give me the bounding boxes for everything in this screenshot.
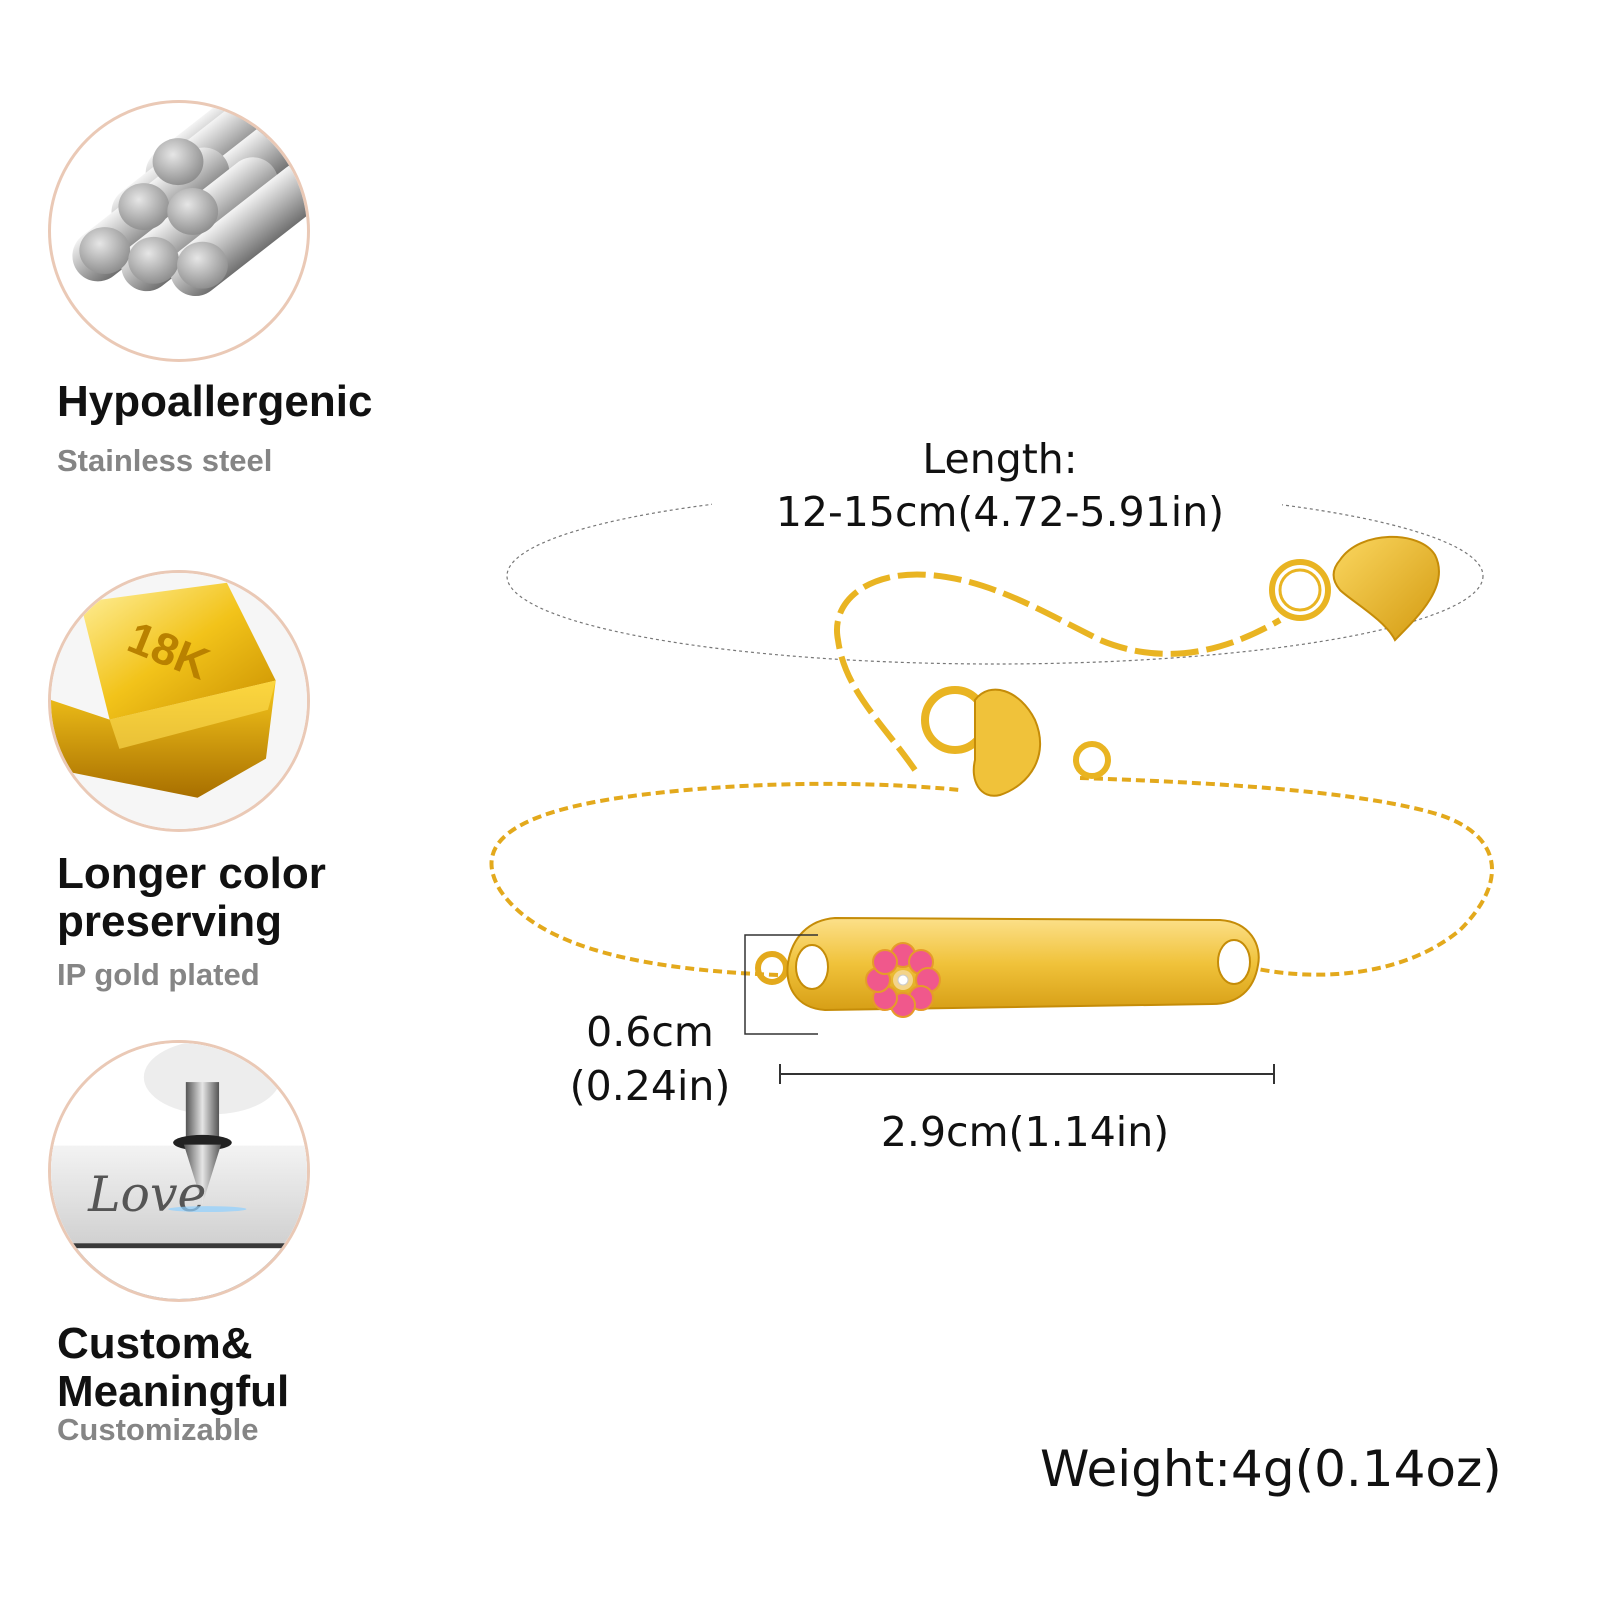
plate-width-value: 0.6cm — [586, 1008, 714, 1056]
width-bracket — [744, 934, 818, 1035]
extender-chain — [834, 559, 1331, 772]
plate-length-line — [779, 1064, 1275, 1084]
gold-bar-icon: 18K — [51, 573, 307, 829]
feature-image-gold: 18K — [48, 570, 310, 832]
feature-title-hypoallergenic: Hypoallergenic — [57, 377, 373, 426]
bracelet-chain — [489, 776, 1495, 977]
feature-title-custom: Custom& Meaningful — [57, 1320, 289, 1416]
feature-subtitle-gold: IP gold plated — [57, 957, 260, 992]
pink-flower-icon — [865, 942, 941, 1018]
steel-rods-icon — [72, 103, 307, 297]
feature-title-custom-line1: Custom& — [57, 1319, 253, 1368]
length-value: 12-15cm(4.72-5.91in) — [775, 488, 1225, 536]
id-plate — [786, 916, 1260, 1012]
feature-subtitle-stainless: Stainless steel — [57, 443, 273, 478]
feature-image-engraving: Love — [48, 1040, 310, 1302]
feature-subtitle-customizable: Customizable — [57, 1412, 259, 1447]
length-label: Length: — [922, 435, 1078, 483]
feature-title-color: Longer color preserving — [57, 850, 326, 946]
engraving-sample-text: Love — [87, 1166, 206, 1223]
plate-length-value: 2.9cm(1.14in) — [880, 1108, 1170, 1156]
lobster-clasp-icon — [921, 686, 1111, 797]
weight-label: Weight:4g(0.14oz) — [1040, 1440, 1502, 1498]
feature-image-steel — [48, 100, 310, 362]
jump-ring-left — [755, 951, 789, 985]
feature-title-color-line2: preserving — [57, 897, 282, 946]
feature-title-color-line1: Longer color — [57, 849, 326, 898]
plate-width-value-inches: (0.24in) — [569, 1062, 731, 1110]
feature-title-custom-line2: Meaningful — [57, 1367, 290, 1416]
heart-charm-icon — [1332, 535, 1441, 642]
